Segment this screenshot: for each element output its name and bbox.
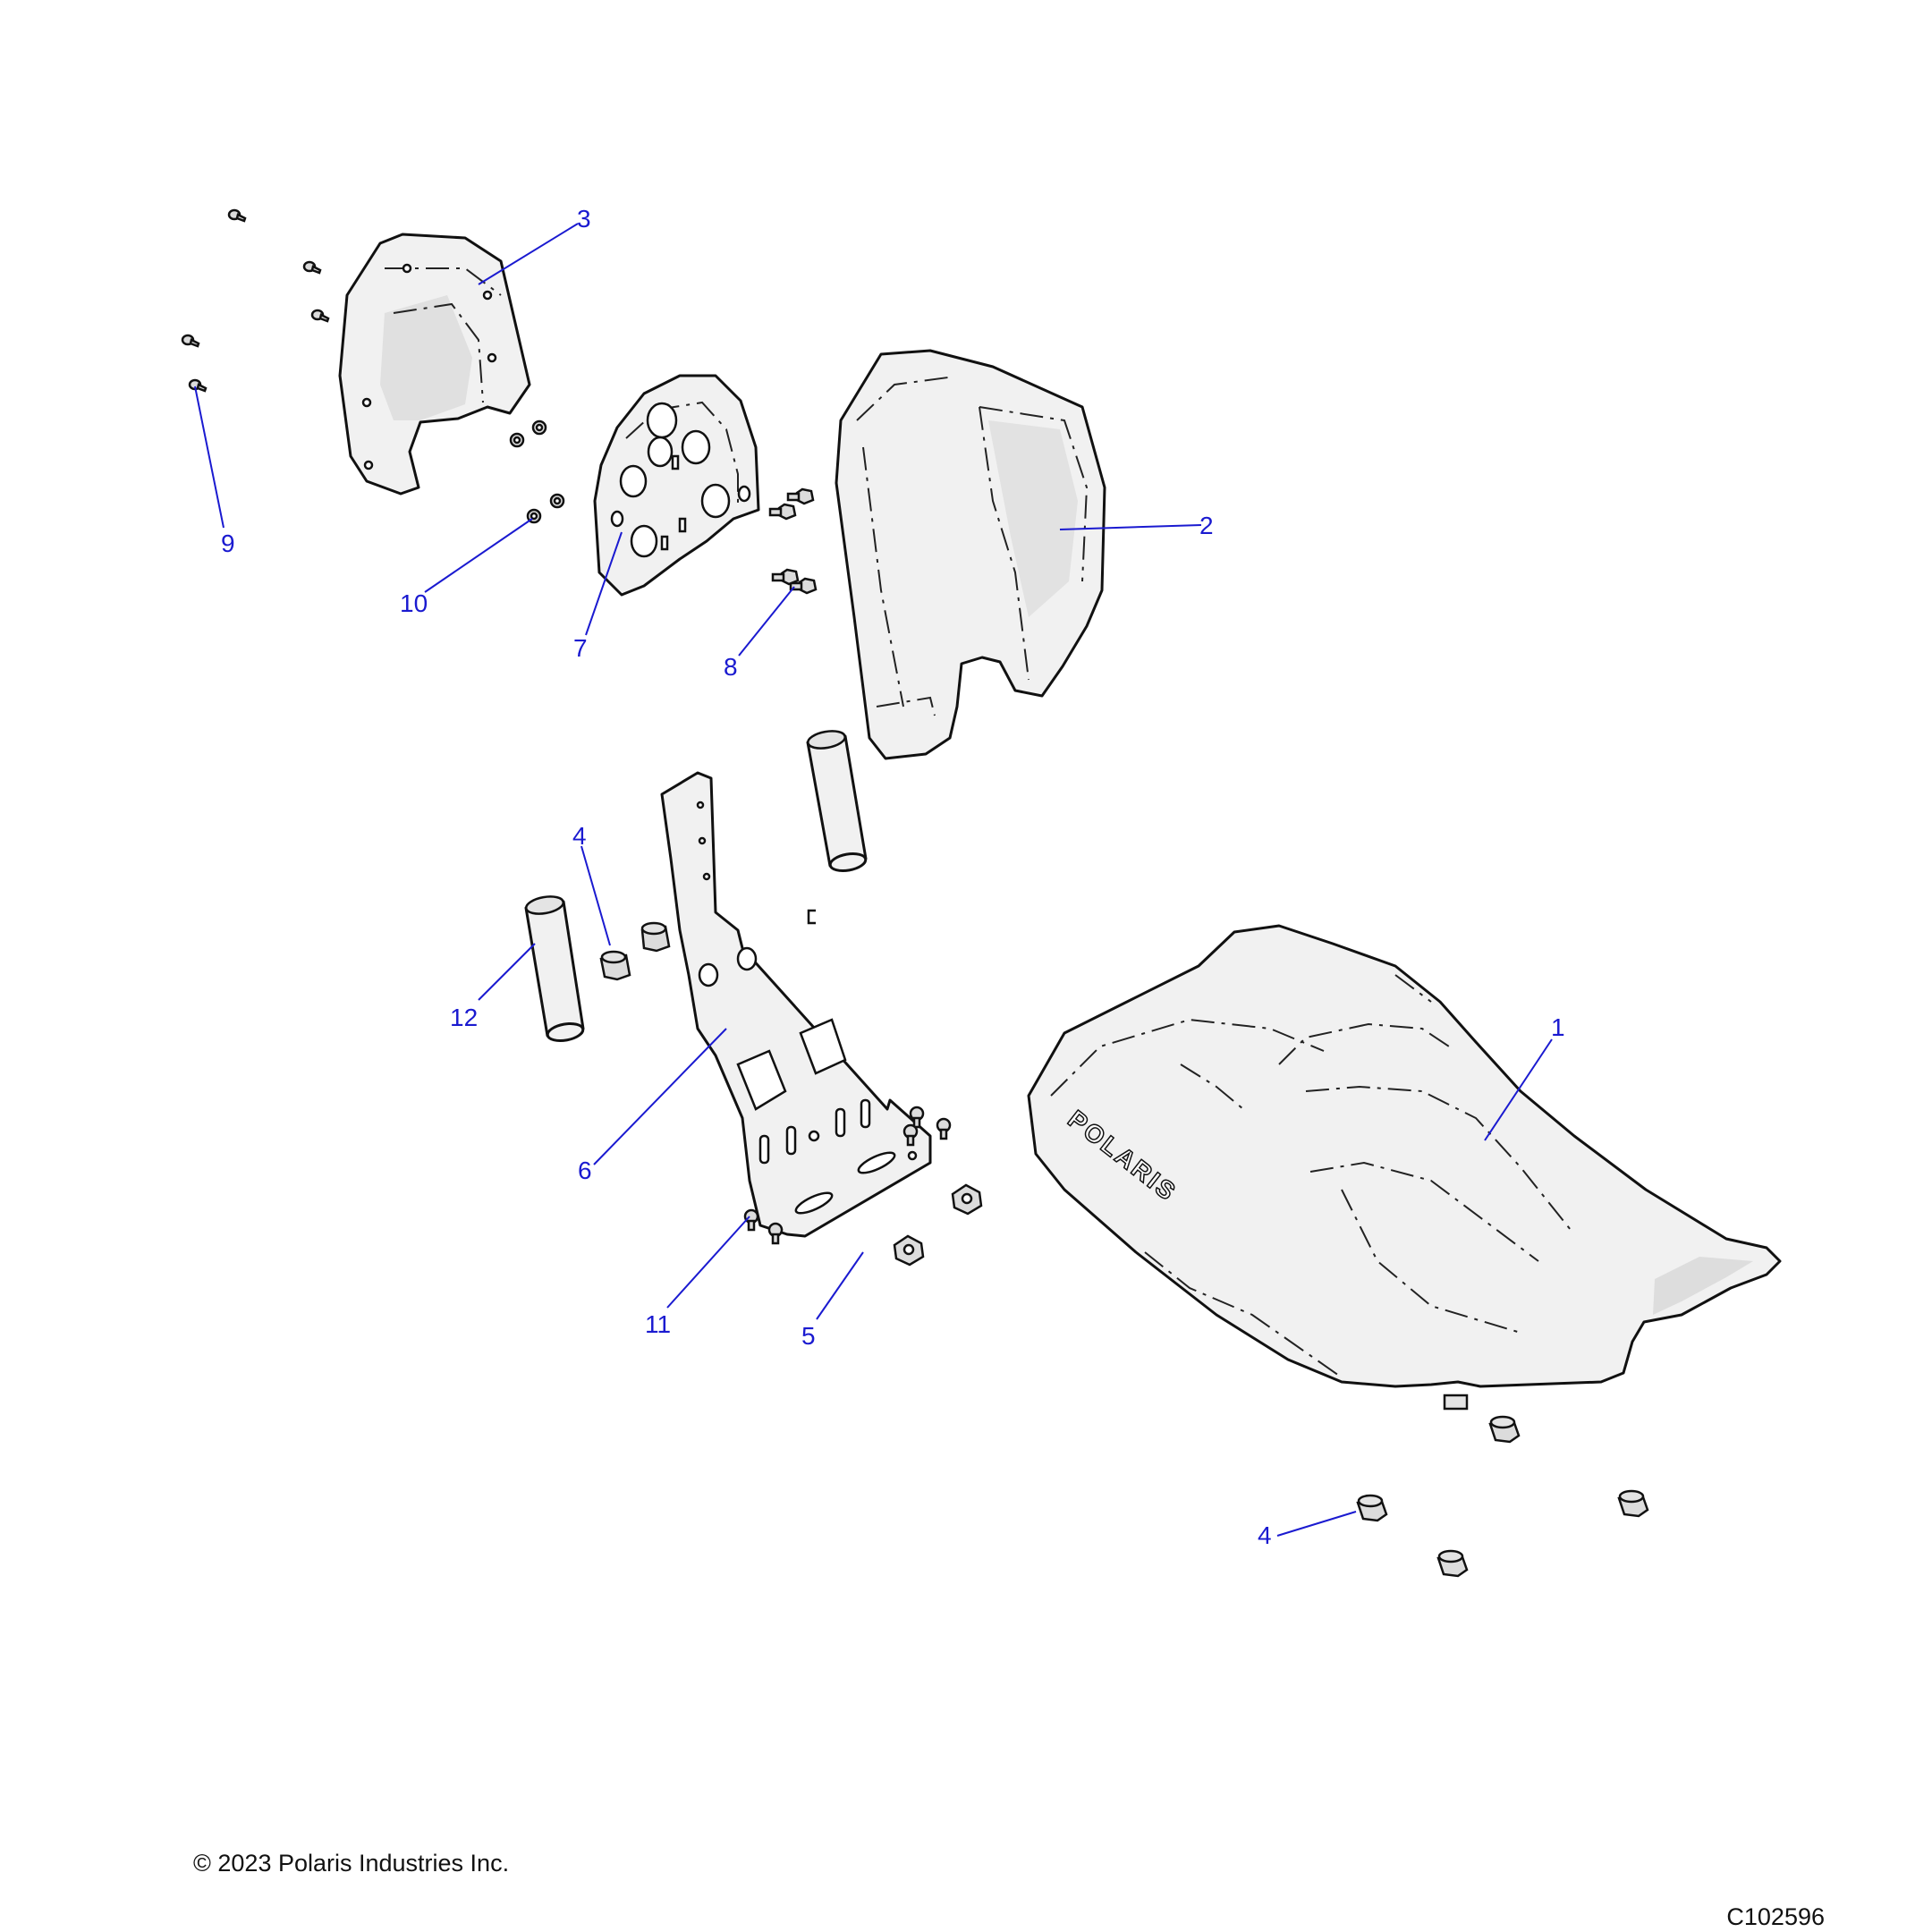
- callout-5: 5: [801, 1322, 816, 1350]
- callout-12: 12: [450, 1004, 478, 1031]
- callout-7: 7: [573, 634, 588, 662]
- clip-small: [807, 909, 816, 925]
- callout-10: 10: [400, 589, 428, 617]
- flange-nuts-part-5: [893, 1183, 983, 1267]
- backrest-bracket: [660, 771, 932, 1238]
- grommets-seat-part-4: [1356, 1415, 1649, 1578]
- callout-3: 3: [577, 205, 591, 233]
- spacer-tube-left: [524, 895, 585, 1043]
- nuts-part-10: [509, 419, 565, 524]
- backrest-mount-plate: [593, 374, 760, 597]
- callout-11: 11: [645, 1310, 671, 1338]
- callout-9: 9: [221, 530, 235, 557]
- callout-8: 8: [724, 653, 738, 681]
- callout-6: 6: [578, 1157, 592, 1184]
- callout-labels: 1 2 3 4 4 5 6 7 8 9 10 11 12: [221, 205, 1565, 1549]
- callout-4-seat: 4: [1258, 1521, 1272, 1549]
- grommets-bracket-part-4: [599, 921, 671, 981]
- spacer-tube-right: [806, 730, 868, 873]
- seat: POLARIS: [1027, 924, 1782, 1411]
- drawing-id: C102596: [1726, 1903, 1825, 1930]
- screws-part-9: [181, 208, 330, 393]
- copyright-text: © 2023 Polaris Industries Inc.: [193, 1850, 510, 1877]
- backrest-cushion: [835, 349, 1106, 760]
- callout-4-bracket: 4: [572, 822, 587, 850]
- callout-1: 1: [1551, 1013, 1565, 1041]
- callout-2: 2: [1199, 512, 1214, 539]
- backrest-rear-cover: [338, 233, 531, 496]
- leader-lines: [194, 223, 1553, 1537]
- screws-part-11: [743, 1106, 952, 1245]
- bolts-part-8: [768, 487, 818, 595]
